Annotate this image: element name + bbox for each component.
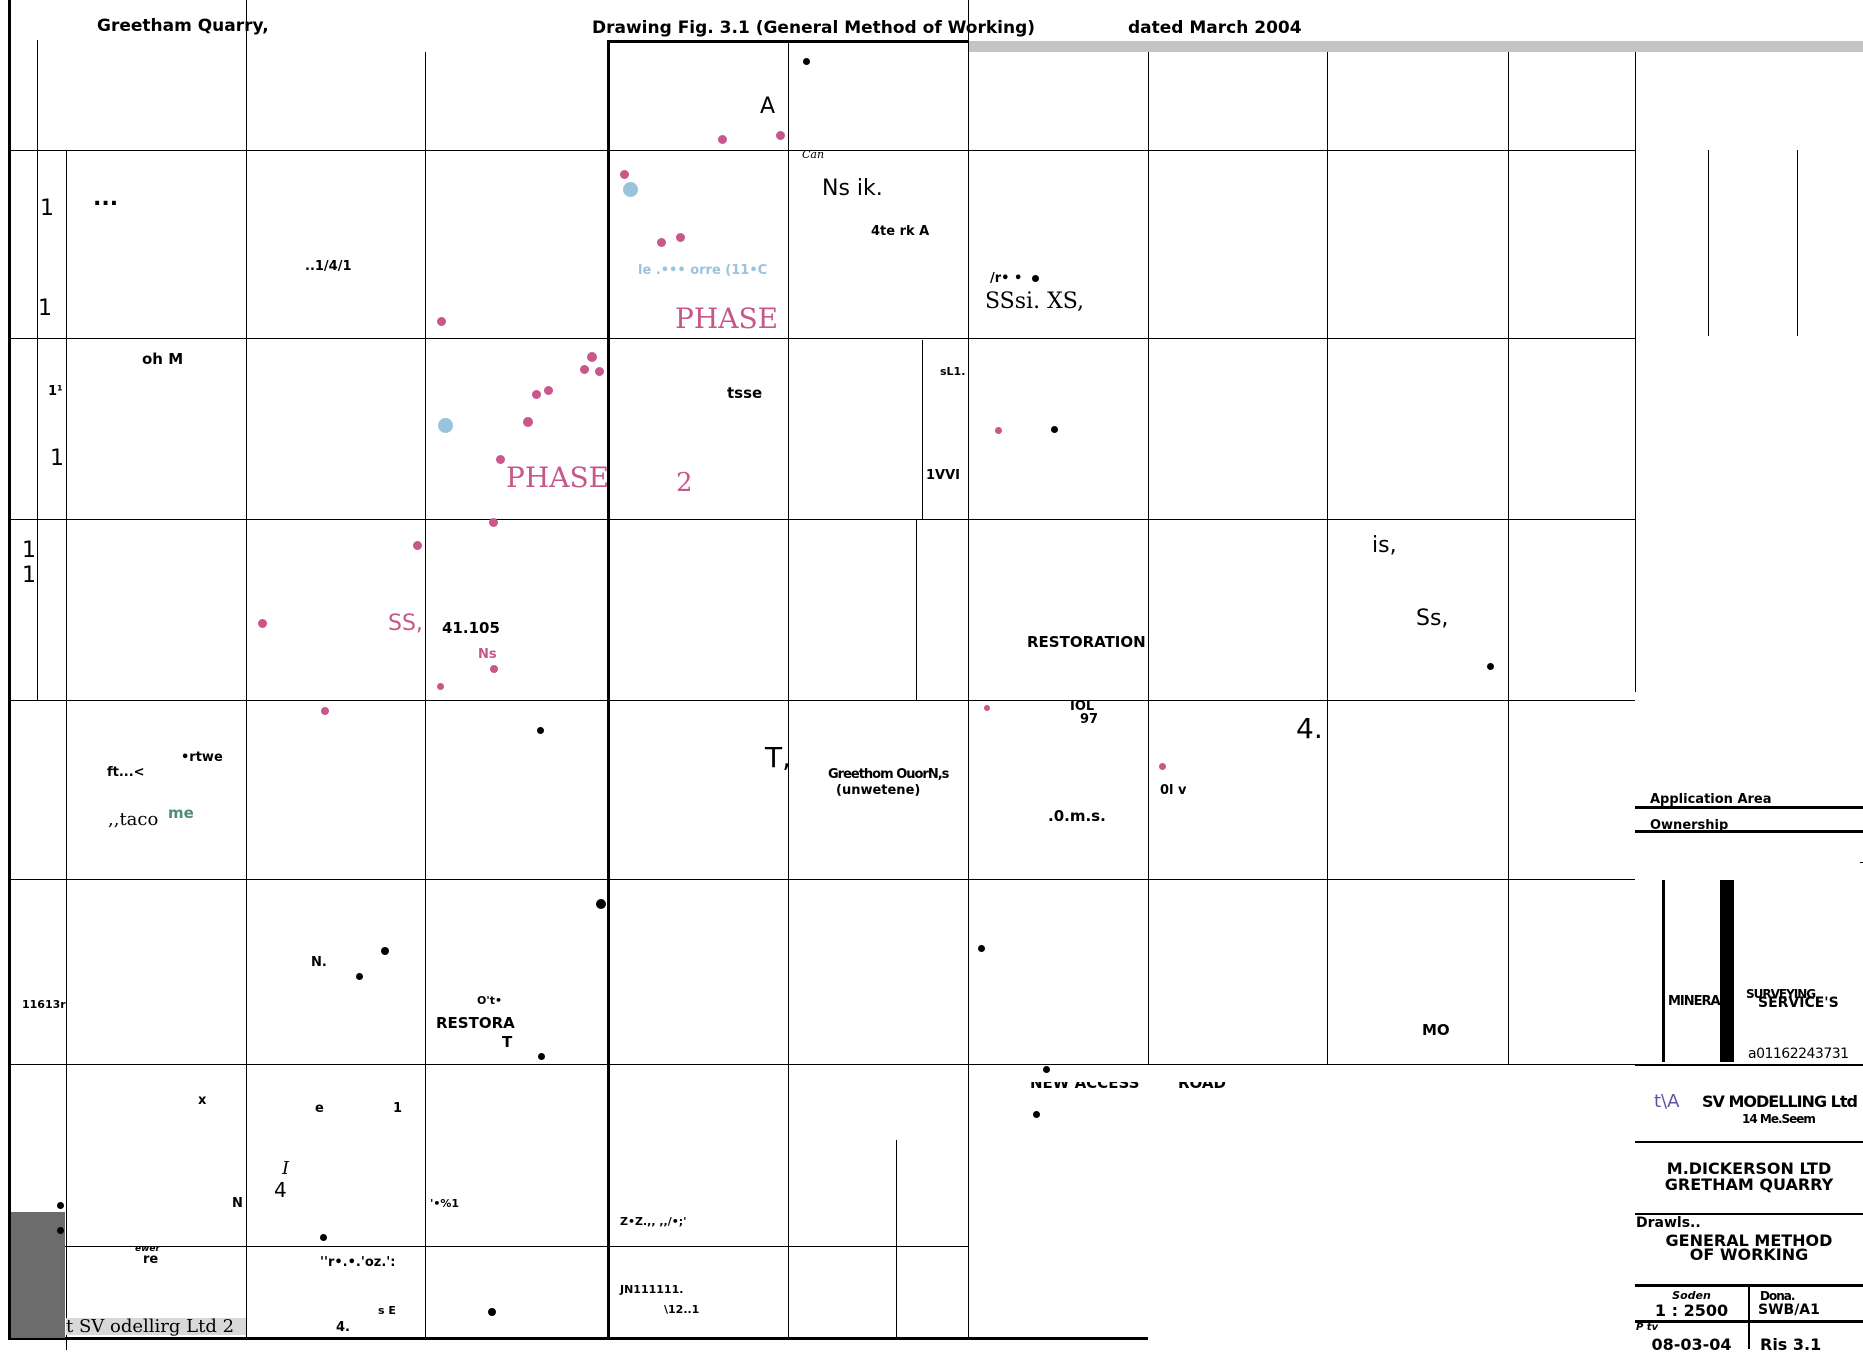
num-11613: 11613r [22, 998, 66, 1011]
om-s-label: .0.m.s. [1048, 807, 1106, 825]
x-mark: x [198, 1093, 207, 1108]
four-big-mark: 4. [1296, 712, 1323, 745]
fraction-label: ..1/4/1 [305, 259, 352, 274]
rtwe-label: •rtwe [181, 750, 223, 765]
s-e-label: s E [378, 1304, 396, 1317]
a-mark: A [760, 94, 776, 119]
telephone-label: a01162243731 [1748, 1046, 1849, 1062]
margin-numeral: 1 [50, 446, 64, 471]
drawing-title-1: GENERAL METHOD [1665, 1231, 1833, 1250]
mineral-label: MINERAL [1668, 994, 1728, 1009]
margin-numeral: 1 [38, 296, 52, 321]
company-name: M.DICKERSON LTD [1666, 1159, 1832, 1178]
logo-bar-right [1720, 880, 1734, 1062]
is-label: is, [1372, 533, 1397, 558]
ewer-label: ewer [135, 1244, 160, 1254]
phase-2-label: PHASE [506, 461, 610, 494]
drawing-title-2: OF WORKING [1689, 1245, 1809, 1264]
header-center: Drawing Fig. 3.1 (General Method of Work… [592, 18, 1036, 38]
t-big-mark: T, [765, 741, 792, 774]
e-mark: e [315, 1101, 324, 1116]
re-label: re [143, 1252, 159, 1267]
phase-1-label: PHASE [675, 302, 779, 335]
iol-label: IOL [1070, 699, 1095, 714]
ss-pink-label: SS, [388, 611, 423, 636]
can-label: Can [802, 148, 825, 161]
sv-sub-label: 14 Me.Seem [1742, 1112, 1816, 1126]
me-label: me [168, 804, 194, 822]
restoration-label: RESTORATION [1027, 633, 1146, 651]
ft-label: ft...< [107, 765, 145, 780]
road-label: ROAD [1178, 1074, 1226, 1092]
sv-logo-mark: t\A [1654, 1091, 1680, 1112]
restora-label: RESTORA [436, 1014, 515, 1032]
four-mark: 4 [274, 1178, 287, 1202]
4terk-label: 4te rk A [871, 224, 930, 239]
unwetene-label: (unwetene) [836, 783, 921, 798]
logo-bar-left [1662, 880, 1665, 1062]
header-left: Greetham Quarry, [97, 16, 269, 36]
margin-numeral: 1 [40, 196, 54, 221]
zz-label: Z•Z.,, ,,/•;' [620, 1215, 687, 1228]
le-orre-label: le .••• orre (11•C [638, 263, 768, 278]
sv-modelling-label: SV MODELLING Ltd [1702, 1092, 1858, 1111]
margin-numeral: 1¹ [48, 384, 63, 399]
application-area-label: Application Area [1650, 792, 1772, 807]
ellipsis-label: ... [93, 186, 119, 211]
ro-label: /r• • [990, 271, 1023, 286]
mo-label: MO [1422, 1021, 1450, 1039]
phase-2-number: 2 [676, 468, 693, 498]
drawing-label: Drawls.. [1636, 1215, 1701, 1231]
nk-label: N. [311, 955, 327, 970]
sl1-label: sL1. [940, 365, 966, 378]
date-value: 08-03-04 [1651, 1335, 1732, 1354]
oz-label: ''r•.•.'oz.': [320, 1255, 396, 1270]
company-logo-panel [1635, 862, 1860, 1062]
ownership-label: Ownership [1650, 819, 1729, 830]
iol97-label: 97 [1080, 712, 1099, 727]
corner-shade [66, 1318, 246, 1335]
ns-ik-label: Ns ik. [822, 176, 883, 201]
scale-label: Soden [1672, 1289, 1711, 1302]
surveying-label: SURVEYING [1746, 987, 1816, 1001]
ss-label: Ss, [1416, 606, 1449, 631]
scale-value: 1 : 2500 [1654, 1301, 1729, 1320]
n-mark: N [232, 1196, 243, 1211]
grey-block [11, 1212, 65, 1338]
ns-label: Ns [478, 647, 497, 662]
num-41105: 41.105 [442, 619, 500, 637]
drawn-value: SWB/A1 [1758, 1302, 1820, 1318]
margin-numeral: 1 [22, 563, 36, 588]
twelve-label: \12..1 [664, 1303, 700, 1316]
site-name: GRETHAM QUARRY [1664, 1175, 1834, 1194]
date-label: P tv [1636, 1322, 1659, 1333]
taco-label: ,,taco [108, 809, 159, 830]
ss-xs-label: SSsi. XS, [985, 289, 1085, 314]
ol-v-label: 0l v [1160, 783, 1187, 798]
num-4-label: 4. [336, 1320, 350, 1335]
ju111-label: JN111111. [620, 1283, 684, 1296]
header-right: dated March 2004 [1128, 18, 1302, 38]
vvi-label: 1VVI [926, 468, 961, 483]
figure-number: Ris 3.1 [1760, 1335, 1822, 1354]
i-mark: I [282, 1158, 290, 1179]
new-access-label: NEW ACCESS [1030, 1074, 1140, 1092]
services-label: SERVICE'S [1758, 995, 1839, 1011]
pct1-label: '•%1 [430, 1197, 460, 1210]
tsse-label: tsse [727, 384, 763, 402]
corner-label: t SV odellirg Ltd 2 [66, 1316, 235, 1337]
header-shade-bar [968, 41, 1863, 52]
restora-t: T [502, 1033, 513, 1051]
margin-numeral: 1 [22, 538, 36, 563]
drawn-label: Dona. [1760, 1289, 1795, 1303]
oh-m-label: oh M [142, 350, 184, 368]
o-t-label: O't• [477, 994, 503, 1007]
one-mark: 1 [393, 1101, 403, 1116]
greethom-label: Greethom OuorN,s [828, 767, 949, 782]
